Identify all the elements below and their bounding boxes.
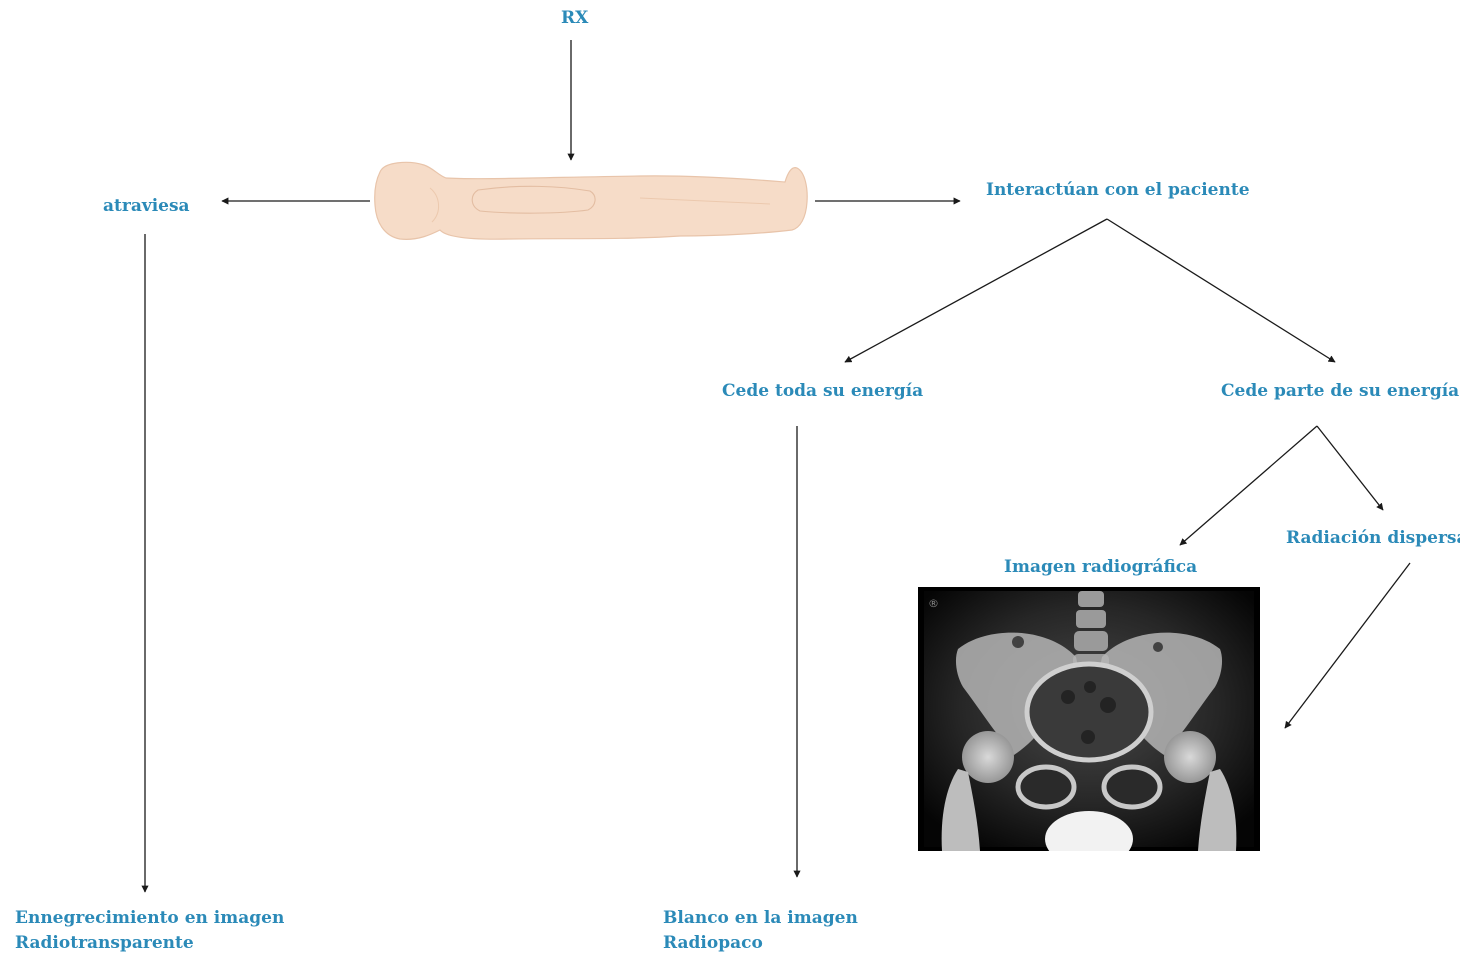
blanco-line2: Radiopaco	[663, 931, 858, 956]
arrow-to-radiacion	[1317, 426, 1383, 510]
blanco-line1: Blanco en la imagen	[663, 906, 858, 931]
xray-image: ®	[918, 587, 1260, 851]
node-cede-toda: Cede toda su energía	[722, 379, 923, 404]
ennegrecimiento-line2: Radiotransparente	[15, 931, 284, 956]
node-imagen-radiografica: Imagen radiográfica	[1004, 555, 1197, 580]
arrow-to-cede-toda	[845, 219, 1107, 362]
node-ennegrecimiento: Ennegrecimiento en imagen Radiotranspare…	[15, 906, 284, 955]
ennegrecimiento-line1: Ennegrecimiento en imagen	[15, 906, 284, 931]
node-radiacion-dispersa: Radiación dispersa	[1286, 526, 1460, 551]
node-rx: RX	[561, 6, 588, 31]
node-cede-parte: Cede parte de su energía	[1221, 379, 1459, 404]
svg-text:®: ®	[928, 597, 939, 610]
node-atraviesa: atraviesa	[103, 194, 190, 219]
node-interactuan: Interactúan con el paciente	[986, 178, 1250, 203]
patient-icon	[375, 162, 807, 239]
arrow-to-cede-parte	[1107, 219, 1335, 362]
pelvis-xray-drawing: ®	[918, 587, 1260, 851]
node-blanco: Blanco en la imagen Radiopaco	[663, 906, 858, 955]
arrow-radiacion-to-image	[1285, 563, 1410, 728]
